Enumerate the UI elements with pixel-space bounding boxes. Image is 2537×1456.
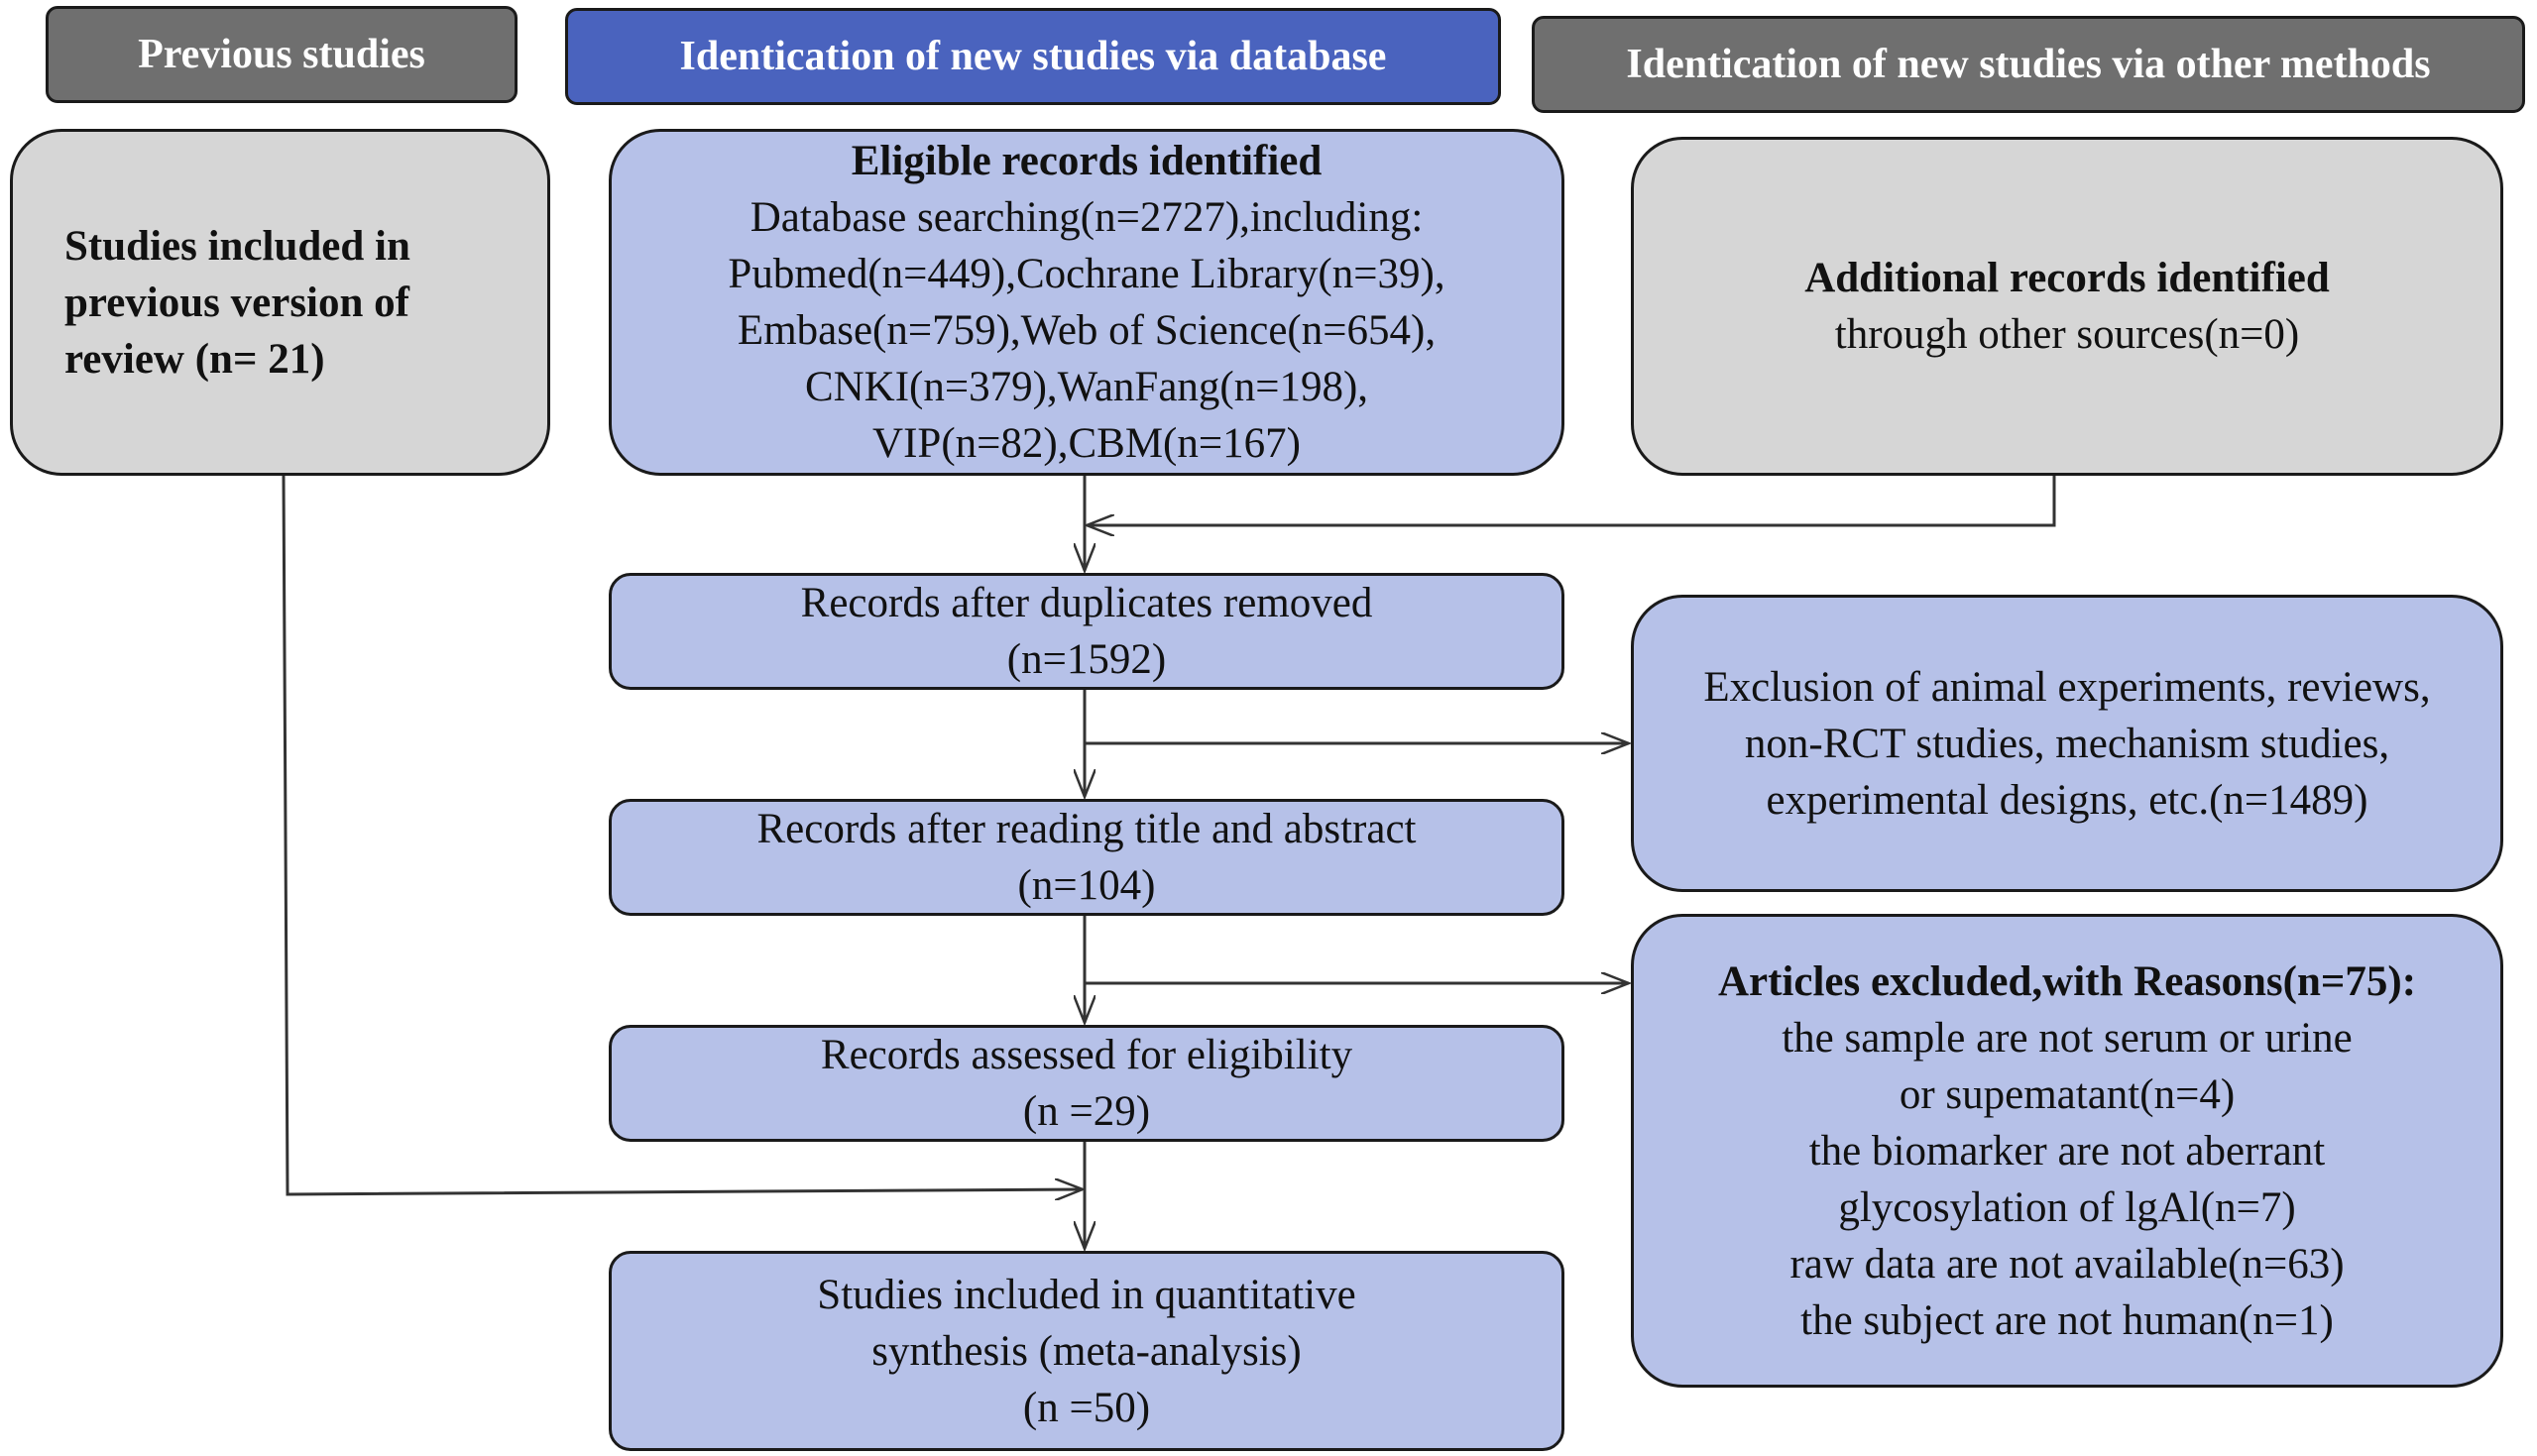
included-line-1: Studies included in quantitative [817, 1271, 1356, 1318]
exclusion-line-3: experimental designs, etc.(n=1489) [1766, 776, 2368, 824]
header-database: Identication of new studies via database [565, 8, 1501, 105]
title-abstract-box: Records after reading title and abstract… [609, 799, 1564, 916]
header-other-label: Identication of new studies via other me… [1626, 42, 2431, 87]
title-abstract-line-1: Records after reading title and abstract [756, 806, 1417, 852]
exclusion-line-2: non-RCT studies, mechanism studies, [1744, 720, 2390, 767]
additional-records-box: Additional records identified through ot… [1631, 137, 2503, 476]
exclusion-line-1: Exclusion of animal experiments, reviews… [1703, 663, 2431, 711]
duplicates-line-1: Records after duplicates removed [800, 580, 1373, 626]
eligible-records-title: Eligible records identified [851, 138, 1323, 184]
additional-line-1: through other sources(n=0) [1834, 311, 2300, 358]
articles-excluded-box: Articles excluded,with Reasons(n=75): th… [1631, 914, 2503, 1388]
eligible-line-3: Embase(n=759),Web of Science(n=654), [737, 307, 1437, 354]
exclusion-box: Exclusion of animal experiments, reviews… [1631, 595, 2503, 892]
studies-included-box: Studies included in quantitative synthes… [609, 1251, 1564, 1451]
duplicates-line-2: (n=1592) [1006, 636, 1167, 683]
eligible-line-1: Database searching(n=2727),including: [750, 194, 1424, 241]
excluded-line-3: the biomarker are not aberrant [1808, 1127, 2326, 1175]
excluded-line-5: raw data are not available(n=63) [1789, 1240, 2345, 1288]
previous-studies-box: Studies included in previous version of … [10, 129, 550, 476]
articles-excluded-title: Articles excluded,with Reasons(n=75): [1717, 957, 2417, 1005]
arrow-previous-to-flow [282, 475, 1083, 1194]
previous-line-2: previous version of [64, 279, 409, 326]
previous-line-3: review (n= 21) [64, 335, 325, 383]
included-line-3: (n =50) [1022, 1384, 1151, 1431]
duplicates-removed-box: Records after duplicates removed (n=1592… [609, 573, 1564, 690]
excluded-line-2: or supematant(n=4) [1899, 1070, 2236, 1118]
excluded-line-4: glycosylation of lgAl(n=7) [1838, 1183, 2296, 1231]
included-line-2: synthesis (meta-analysis) [871, 1327, 1302, 1375]
previous-line-1: Studies included in [64, 222, 410, 270]
eligible-records-box: Eligible records identified Database sea… [609, 129, 1564, 476]
title-abstract-line-2: (n=104) [1017, 862, 1156, 909]
eligible-line-5: VIP(n=82),CBM(n=167) [872, 420, 1301, 467]
eligibility-line-1: Records assessed for eligibility [820, 1032, 1353, 1078]
header-previous-label: Previous studies [138, 32, 425, 77]
eligibility-line-2: (n =29) [1022, 1088, 1151, 1135]
eligible-line-2: Pubmed(n=449),Cochrane Library(n=39), [728, 251, 1445, 297]
eligible-line-4: CNKI(n=379),WanFang(n=198), [804, 364, 1369, 410]
header-previous-studies: Previous studies [46, 6, 518, 103]
excluded-line-1: the sample are not serum or urine [1782, 1014, 2353, 1062]
header-other-methods: Identication of new studies via other me… [1532, 16, 2525, 113]
eligibility-box: Records assessed for eligibility (n =29) [609, 1025, 1564, 1142]
header-database-label: Identication of new studies via database [679, 34, 1387, 79]
additional-records-title: Additional records identified [1804, 255, 2330, 301]
arrow-additional-to-flow [1087, 476, 2056, 525]
excluded-line-6: the subject are not human(n=1) [1800, 1296, 2334, 1344]
